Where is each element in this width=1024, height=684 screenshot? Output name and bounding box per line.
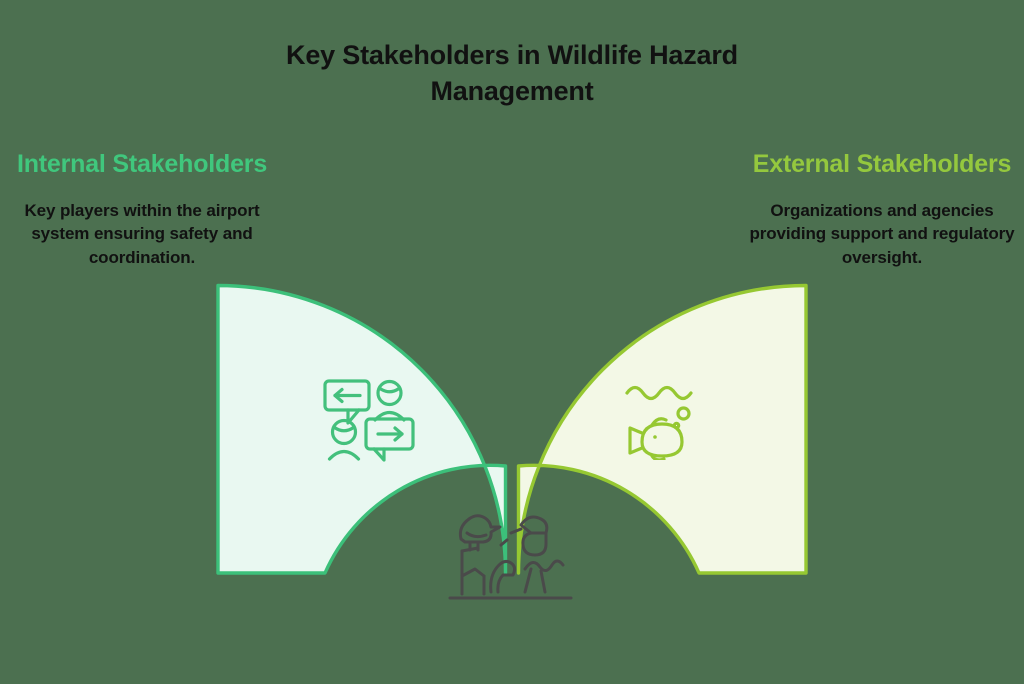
- page-title: Key Stakeholders in Wildlife Hazard Mana…: [286, 40, 738, 106]
- internal-stakeholders-heading: Internal Stakeholders: [16, 150, 268, 178]
- external-stakeholders-arc-segment[interactable]: [516, 283, 808, 575]
- internal-stakeholders-arc-segment[interactable]: [216, 283, 508, 575]
- external-stakeholders-panel: External Stakeholders Organizations and …: [732, 148, 1024, 269]
- internal-stakeholders-description: Key players within the airport system en…: [24, 200, 260, 267]
- external-stakeholders-heading: External Stakeholders: [752, 150, 1012, 178]
- internal-stakeholders-panel: Internal Stakeholders Key players within…: [0, 148, 292, 269]
- external-stakeholders-description: Organizations and agencies providing sup…: [749, 200, 1015, 267]
